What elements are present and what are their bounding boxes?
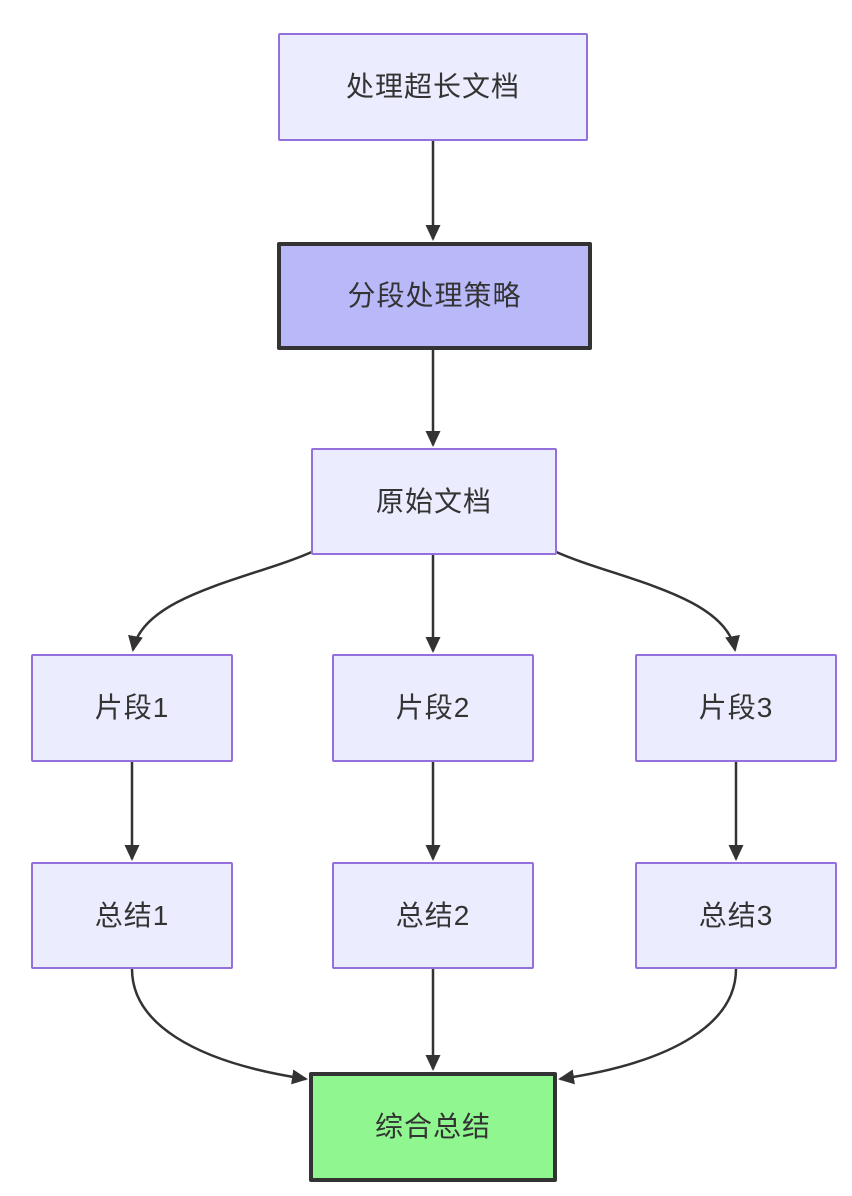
node-label: 总结3 bbox=[698, 899, 774, 931]
node-summary-1: 总结1 bbox=[31, 862, 233, 969]
node-combined-summary: 综合总结 bbox=[309, 1072, 557, 1182]
node-label: 片段2 bbox=[395, 692, 471, 723]
node-label: 总结2 bbox=[395, 899, 471, 931]
edge-original-frag3 bbox=[553, 549, 740, 652]
node-summary-3: 总结3 bbox=[635, 862, 837, 969]
node-summary-2: 总结2 bbox=[332, 862, 534, 969]
node-original-document: 原始文档 bbox=[311, 448, 557, 555]
edge-sum3-final bbox=[558, 968, 738, 1085]
node-label: 处理超长文档 bbox=[345, 71, 520, 102]
edge-sum1-final bbox=[130, 968, 308, 1085]
node-segmentation-strategy: 分段处理策略 bbox=[277, 242, 592, 350]
node-label: 分段处理策略 bbox=[347, 280, 522, 311]
node-fragment-1: 片段1 bbox=[31, 654, 233, 762]
node-label: 综合总结 bbox=[374, 1111, 491, 1142]
node-label: 总结1 bbox=[94, 899, 170, 931]
node-label: 片段3 bbox=[698, 692, 774, 723]
node-label: 原始文档 bbox=[375, 485, 492, 517]
node-fragment-2: 片段2 bbox=[332, 654, 534, 762]
node-fragment-3: 片段3 bbox=[635, 654, 837, 762]
node-label: 片段1 bbox=[94, 692, 170, 723]
edge-original-frag1 bbox=[128, 549, 315, 652]
node-process-long-document: 处理超长文档 bbox=[278, 33, 588, 141]
